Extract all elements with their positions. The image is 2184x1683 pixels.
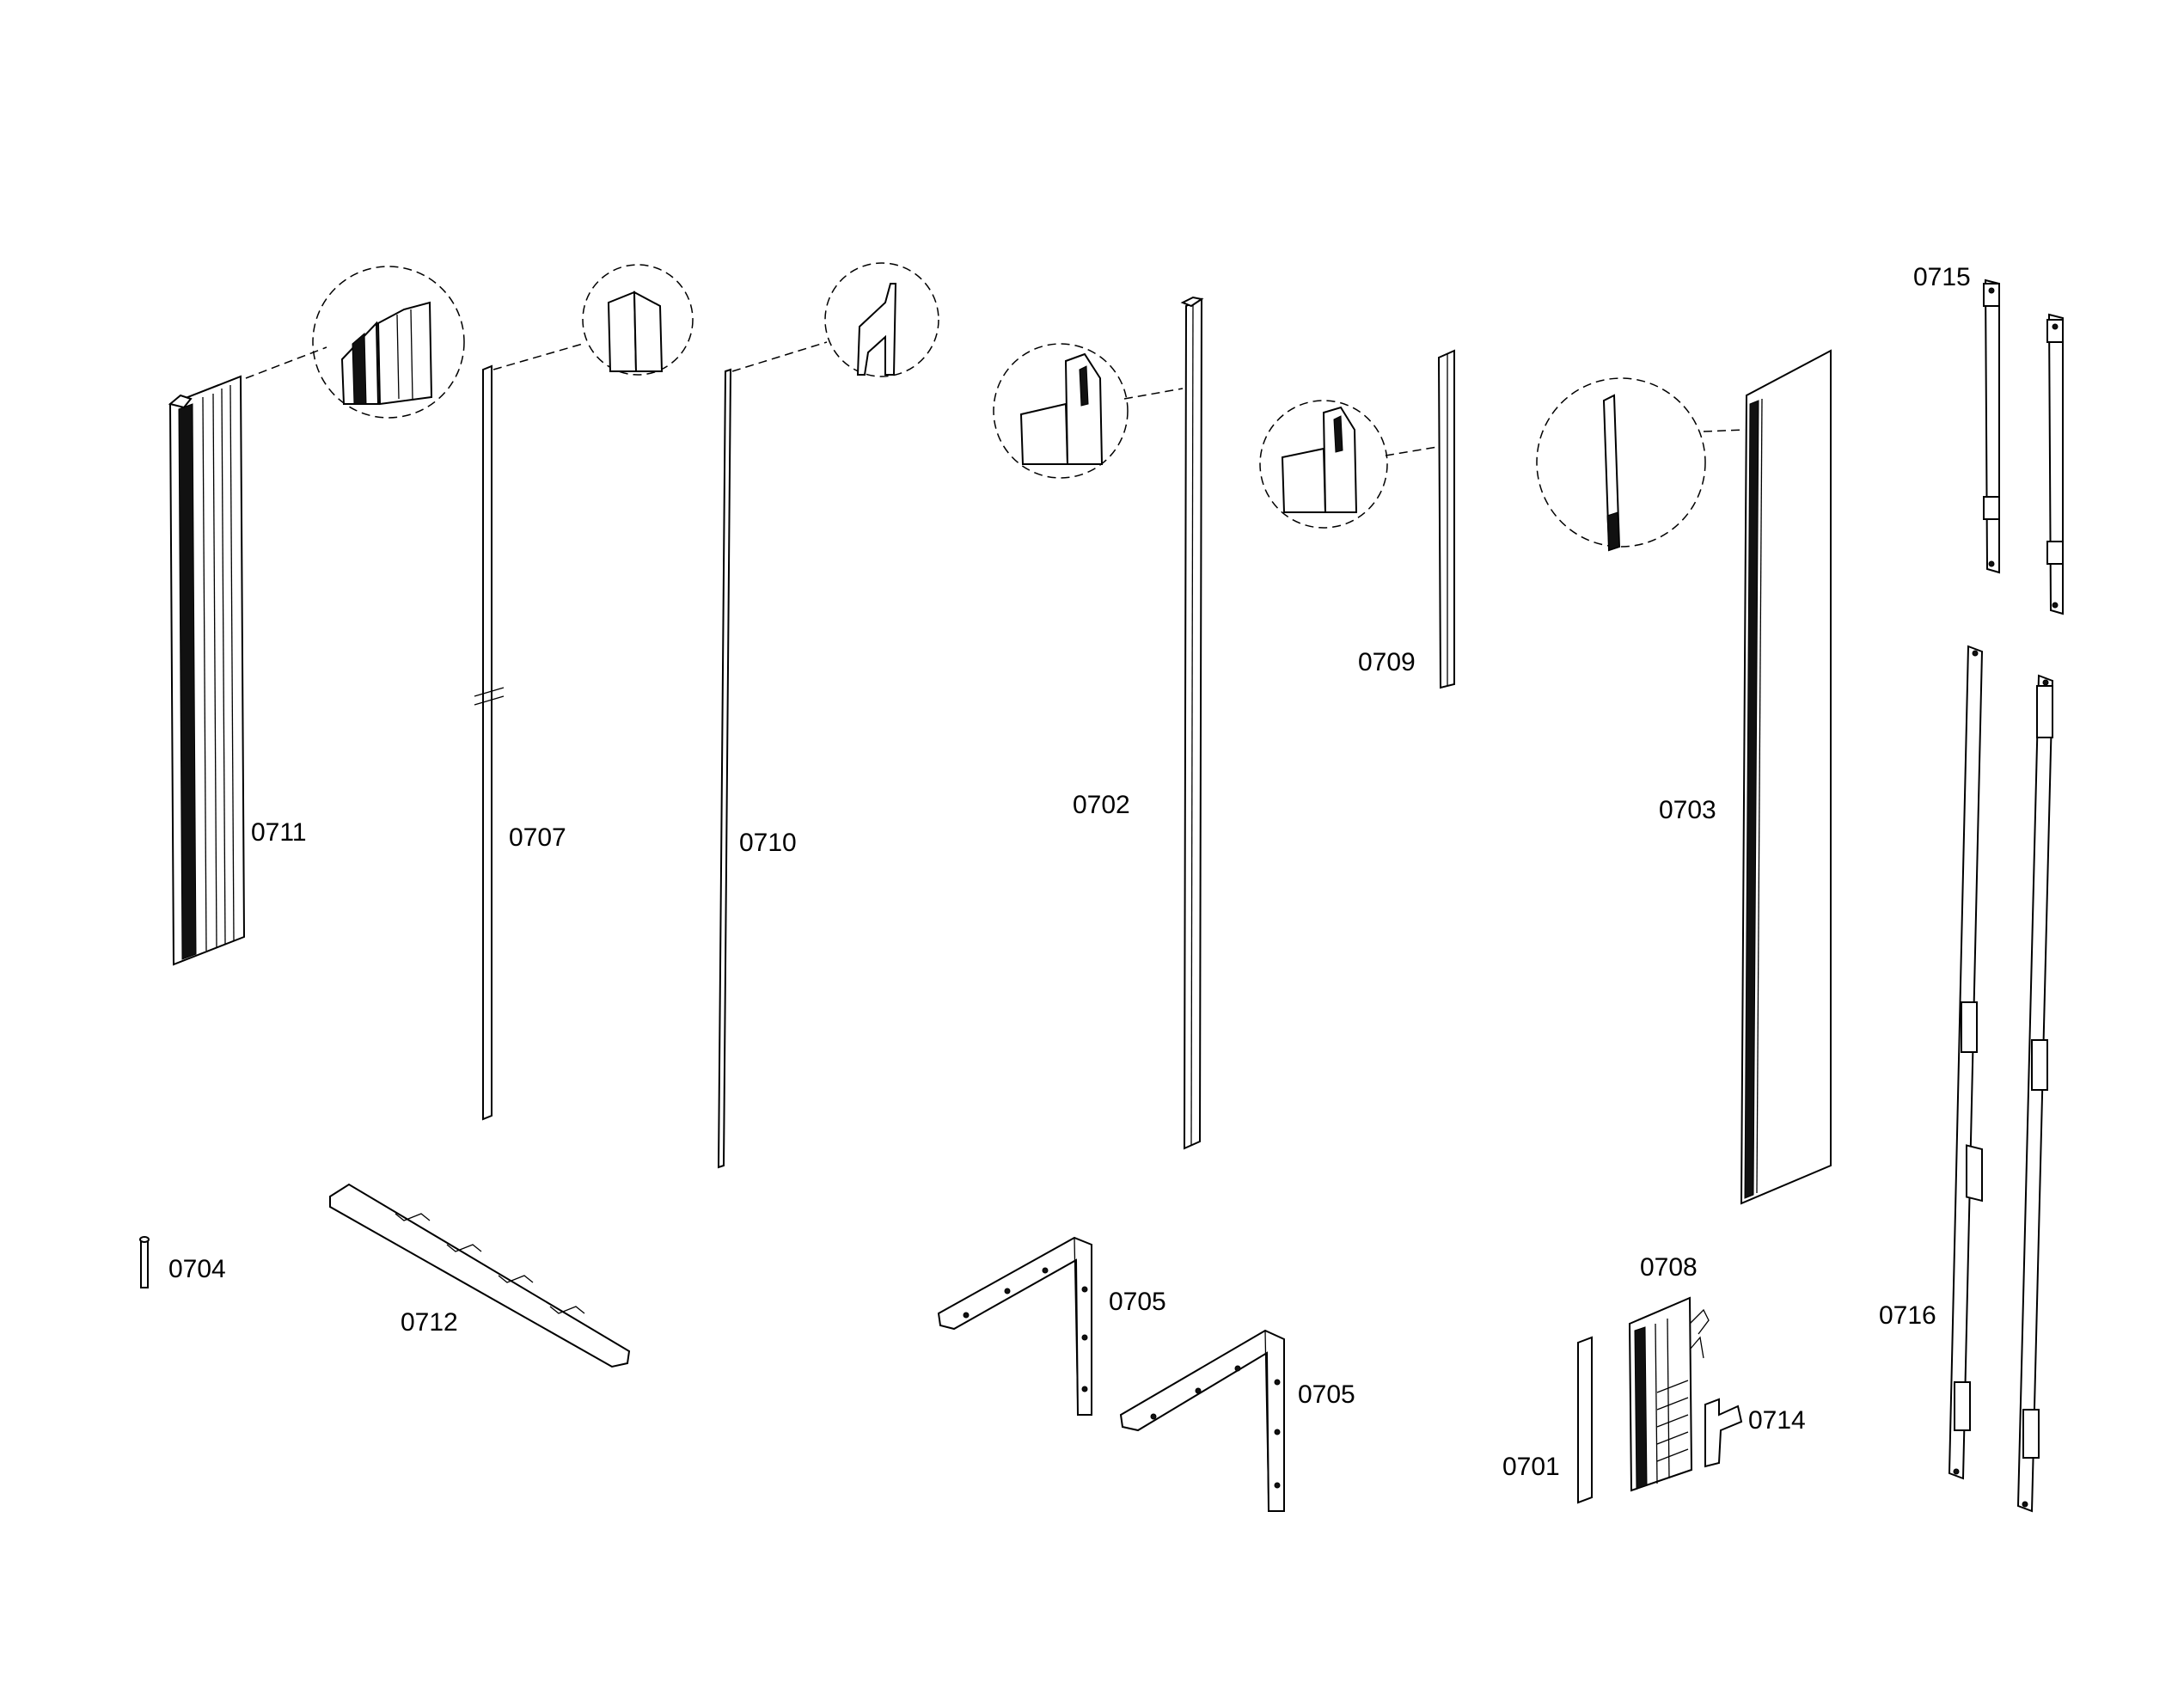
detail-circle-0711 xyxy=(245,266,465,419)
label-0712: 0712 xyxy=(401,1308,458,1337)
part-0715-rail-right xyxy=(2046,313,2064,615)
part-0705-bracket-a xyxy=(937,1236,1092,1416)
part-0705-bracket-b xyxy=(1119,1329,1285,1512)
label-0703: 0703 xyxy=(1659,796,1716,824)
part-0711-profile xyxy=(168,375,246,966)
label-0715: 0715 xyxy=(1913,263,1971,291)
label-0705-b: 0705 xyxy=(1298,1380,1355,1409)
part-0702-profile xyxy=(1180,296,1204,1150)
part-0716-rail-right xyxy=(2016,674,2054,1513)
part-0707-strip xyxy=(474,364,505,1121)
part-0715-rail-left xyxy=(1983,278,2000,574)
detail-circle-0710 xyxy=(731,262,939,377)
label-0709: 0709 xyxy=(1358,648,1416,676)
label-0705-a: 0705 xyxy=(1109,1288,1166,1316)
part-0714-clip xyxy=(1704,1398,1743,1468)
label-0714: 0714 xyxy=(1748,1406,1806,1435)
part-0704-pin xyxy=(139,1236,150,1288)
part-0710-strip xyxy=(717,368,732,1169)
label-0710: 0710 xyxy=(739,829,797,857)
part-0712-bar xyxy=(329,1183,631,1368)
label-0702: 0702 xyxy=(1073,791,1130,819)
part-0708-hinge xyxy=(1628,1296,1710,1492)
label-0711: 0711 xyxy=(251,818,307,847)
part-0716-rail-left xyxy=(1948,645,1984,1480)
detail-circle-0709 xyxy=(1259,400,1438,529)
part-0703-panel xyxy=(1740,349,1832,1205)
label-0707: 0707 xyxy=(509,823,566,852)
detail-circle-0707 xyxy=(492,264,694,376)
detail-circle-0703 xyxy=(1536,377,1746,552)
label-0716: 0716 xyxy=(1879,1301,1936,1330)
label-0708: 0708 xyxy=(1640,1253,1698,1282)
label-0701: 0701 xyxy=(1502,1453,1560,1481)
part-0709-profile xyxy=(1437,349,1455,689)
detail-circle-0702 xyxy=(993,343,1184,479)
part-0701-strip xyxy=(1577,1336,1593,1504)
label-0704: 0704 xyxy=(168,1255,226,1283)
